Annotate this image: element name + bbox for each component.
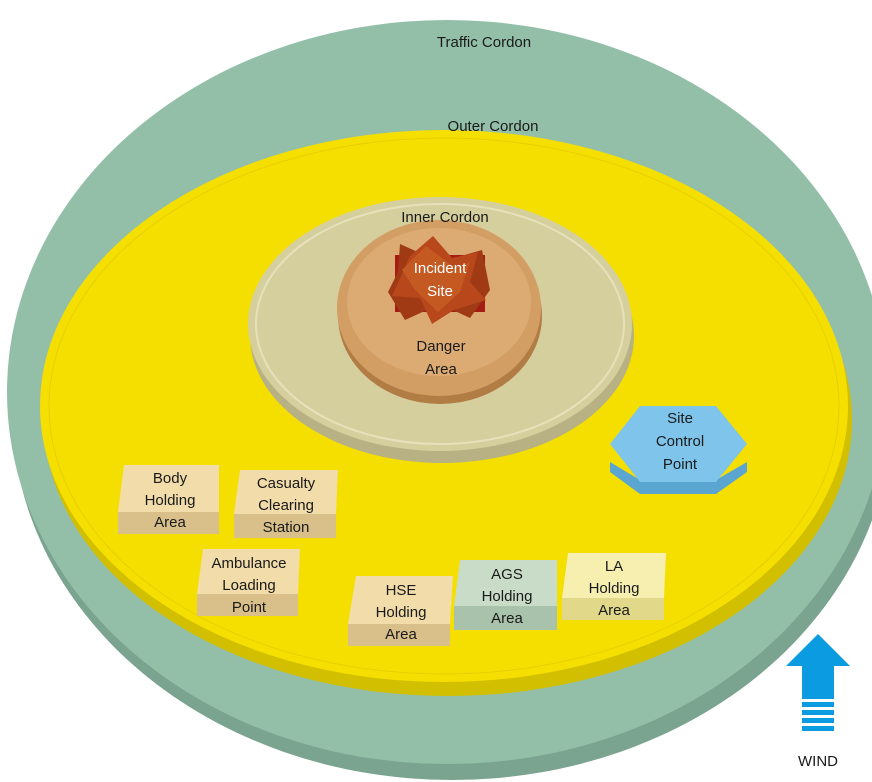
body-holding-box xyxy=(118,465,219,534)
ags-holding-box xyxy=(454,560,557,630)
casualty-clearing-line1: Casualty xyxy=(257,475,316,492)
outer-cordon-label: Outer Cordon xyxy=(448,118,539,135)
site-control-hexagon xyxy=(610,406,747,494)
hse-holding-line3: Area xyxy=(385,626,417,643)
ambulance-loading-line2: Loading xyxy=(222,577,275,594)
la-holding-line3: Area xyxy=(598,602,630,619)
incident-label-line1: Incident xyxy=(414,260,467,277)
ags-holding-line3: Area xyxy=(491,610,523,627)
inner-cordon-label: Inner Cordon xyxy=(401,209,489,226)
la-holding-box xyxy=(562,553,666,620)
casualty-clearing-line2: Clearing xyxy=(258,497,314,514)
casualty-clearing-box xyxy=(234,470,338,538)
ambulance-loading-line1: Ambulance xyxy=(211,555,286,572)
incident-burst xyxy=(388,236,490,324)
site-control-line3: Point xyxy=(663,456,698,473)
site-control-line2: Control xyxy=(656,433,704,450)
ambulance-loading-line3: Point xyxy=(232,599,267,616)
la-holding-line1: LA xyxy=(605,558,623,575)
body-holding-line3: Area xyxy=(154,514,186,531)
body-holding-line2: Holding xyxy=(145,492,196,509)
hse-holding-line1: HSE xyxy=(386,582,417,599)
body-holding-line1: Body xyxy=(153,470,188,487)
incident-label-line2: Site xyxy=(427,283,453,300)
traffic-cordon-label: Traffic Cordon xyxy=(437,34,531,51)
hse-holding-box xyxy=(348,576,453,646)
danger-label-line1: Danger xyxy=(416,338,465,355)
danger-label-line2: Area xyxy=(425,361,457,378)
wind-arrow-icon xyxy=(786,634,850,731)
site-control-line1: Site xyxy=(667,410,693,427)
wind-label: WIND xyxy=(798,753,838,770)
hse-holding-line2: Holding xyxy=(376,604,427,621)
ags-holding-line1: AGS xyxy=(491,566,523,583)
la-holding-line2: Holding xyxy=(589,580,640,597)
ags-holding-line2: Holding xyxy=(482,588,533,605)
casualty-clearing-line3: Station xyxy=(263,519,310,536)
ambulance-loading-box xyxy=(197,549,300,616)
